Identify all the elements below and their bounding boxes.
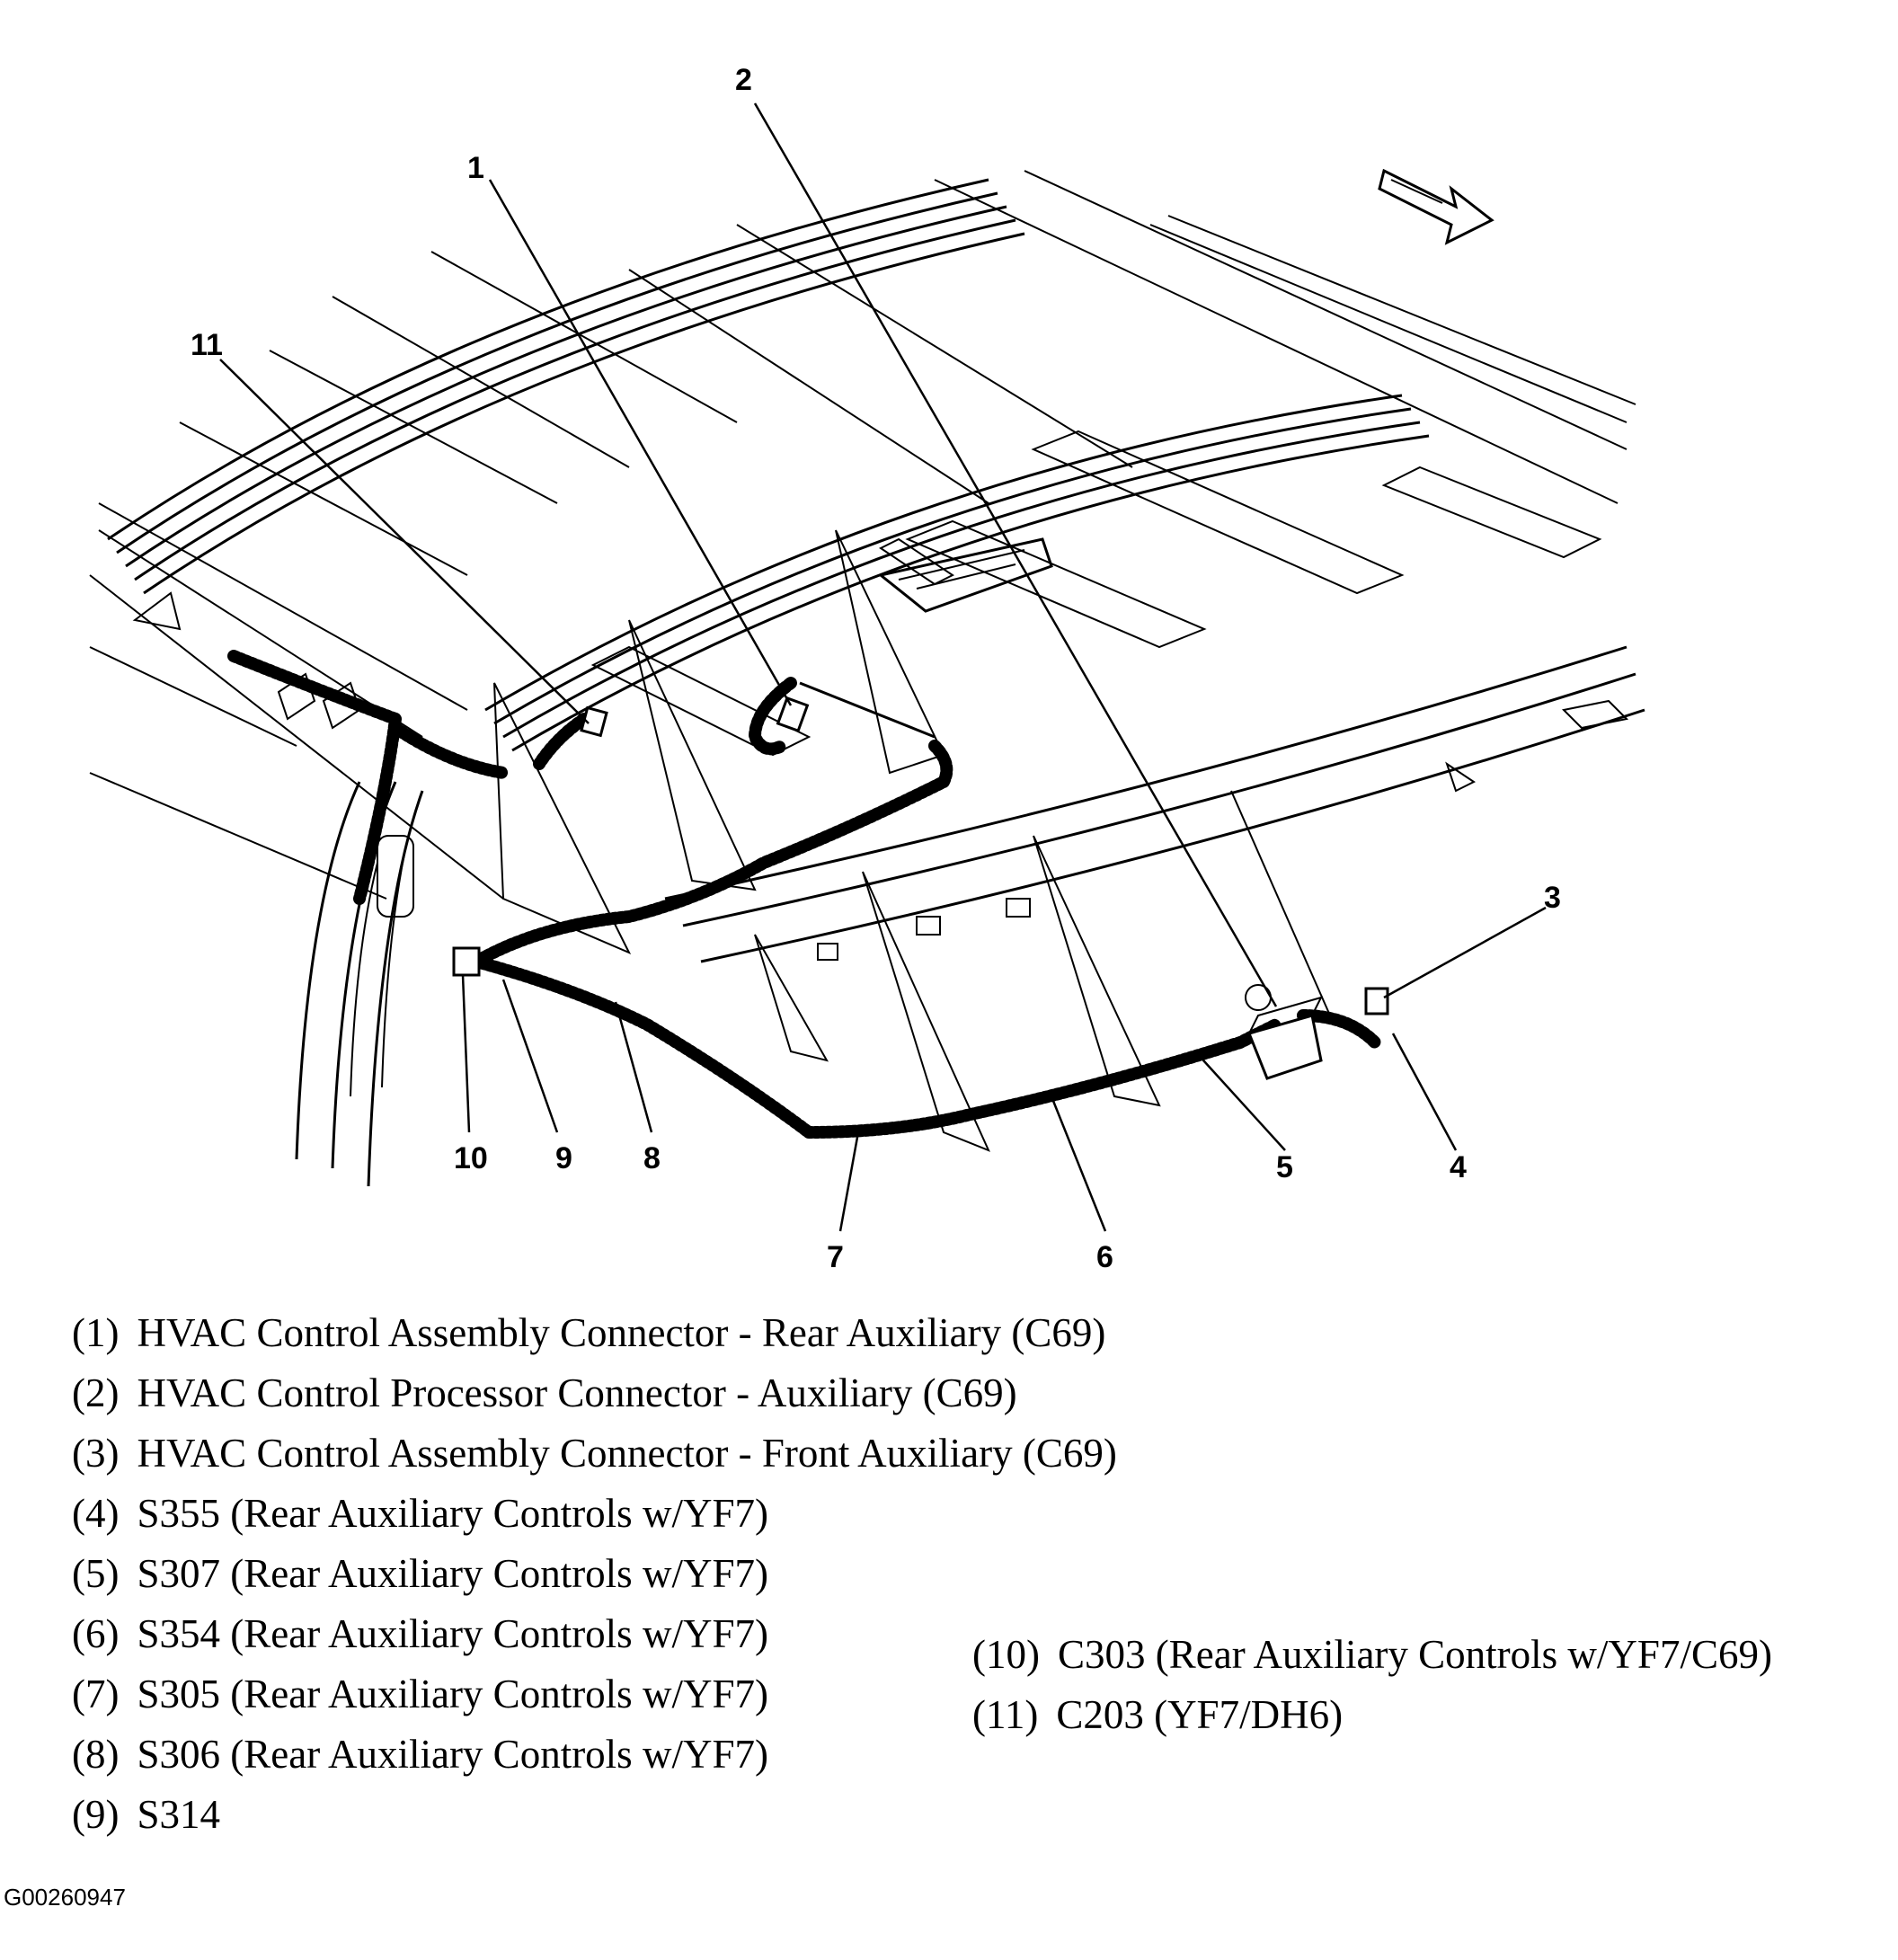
legend-item-10: (10) C303 (Rear Auxiliary Controls w/YF7/…: [972, 1625, 1772, 1685]
legend-text: C303 (Rear Auxiliary Controls w/YF7/C69): [1057, 1632, 1772, 1677]
legend-key: (8): [72, 1732, 120, 1777]
callout-3: 3: [1544, 881, 1561, 915]
legend-text: S314: [137, 1792, 221, 1837]
wiring-harness-drawing: 1 2 3 4 5 6 7 8 9 10 11: [89, 63, 1645, 1274]
legend-text: S354 (Rear Auxiliary Controls w/YF7): [137, 1611, 768, 1656]
legend-key: (4): [72, 1491, 120, 1536]
legend-key: (9): [72, 1792, 120, 1837]
left-harness-bundle: [227, 650, 510, 905]
legend-list-left: (1) HVAC Control Assembly Connector - Rea…: [72, 1303, 1117, 1845]
callout-6: 6: [1096, 1240, 1113, 1274]
main-harness: [470, 677, 1381, 1139]
legend-item-4: (4) S355 (Rear Auxiliary Controls w/YF7): [72, 1484, 1117, 1544]
callout-10: 10: [454, 1141, 488, 1175]
legend-item-2: (2) HVAC Control Processor Connector - Au…: [72, 1363, 1117, 1423]
figure-id: G00260947: [4, 1884, 126, 1911]
connector-c303: [452, 946, 481, 977]
legend-item-11: (11) C203 (YF7/DH6): [972, 1685, 1772, 1745]
legend-text: HVAC Control Assembly Connector - Front …: [137, 1431, 1117, 1476]
forward-arrow-icon: [1378, 168, 1494, 245]
legend-key: (11): [972, 1692, 1039, 1737]
legend-text: HVAC Control Assembly Connector - Rear A…: [137, 1310, 1106, 1355]
callout-8: 8: [643, 1141, 661, 1175]
legend-text: C203 (YF7/DH6): [1056, 1692, 1344, 1737]
legend-item-5: (5) S307 (Rear Auxiliary Controls w/YF7): [72, 1544, 1117, 1604]
legend-key: (1): [72, 1310, 120, 1355]
legend-item-1: (1) HVAC Control Assembly Connector - Rea…: [72, 1303, 1117, 1363]
legend-key: (3): [72, 1431, 120, 1476]
legend-text: S305 (Rear Auxiliary Controls w/YF7): [137, 1672, 768, 1716]
roof-bow-front: [107, 178, 1025, 595]
legend-list-right: (10) C303 (Rear Auxiliary Controls w/YF7/…: [972, 1625, 1772, 1745]
legend-item-9: (9) S314: [72, 1785, 1117, 1845]
roof-bow-rear: [484, 394, 1430, 752]
overhead-console: [877, 537, 1053, 613]
callout-4: 4: [1450, 1150, 1467, 1184]
roof-cross-panels: [590, 430, 1602, 757]
processor-module: [1245, 984, 1323, 1080]
callout-7: 7: [827, 1240, 844, 1274]
legend-key: (10): [972, 1632, 1040, 1677]
legend-key: (7): [72, 1672, 120, 1716]
callout-1: 1: [467, 151, 484, 185]
callout-5: 5: [1276, 1150, 1293, 1184]
legend-text: HVAC Control Processor Connector - Auxil…: [137, 1370, 1017, 1415]
callout-2: 2: [735, 63, 752, 97]
callout-11: 11: [191, 328, 223, 362]
leader-lines: [219, 102, 1547, 1232]
legend-item-7: (7) S305 (Rear Auxiliary Controls w/YF7): [72, 1664, 1117, 1725]
legend-item-3: (3) HVAC Control Assembly Connector - Fro…: [72, 1423, 1117, 1484]
legend-key: (2): [72, 1370, 120, 1415]
legend-text: S355 (Rear Auxiliary Controls w/YF7): [137, 1491, 768, 1536]
legend-item-8: (8) S306 (Rear Auxiliary Controls w/YF7): [72, 1725, 1117, 1785]
connector-c69-rear: [776, 681, 936, 739]
connector-c69-front: [1364, 987, 1389, 1015]
harness-clips: [493, 529, 1331, 1152]
pillar-body: [132, 591, 424, 1187]
legend-key: (6): [72, 1611, 120, 1656]
roof-panel-lines: [89, 170, 1636, 900]
roof-side-rail: [664, 645, 1645, 963]
legend-key: (5): [72, 1551, 120, 1596]
legend-text: S306 (Rear Auxiliary Controls w/YF7): [137, 1732, 768, 1777]
callout-9: 9: [555, 1141, 572, 1175]
legend-item-6: (6) S354 (Rear Auxiliary Controls w/YF7): [72, 1604, 1117, 1664]
legend-text: S307 (Rear Auxiliary Controls w/YF7): [137, 1551, 768, 1596]
